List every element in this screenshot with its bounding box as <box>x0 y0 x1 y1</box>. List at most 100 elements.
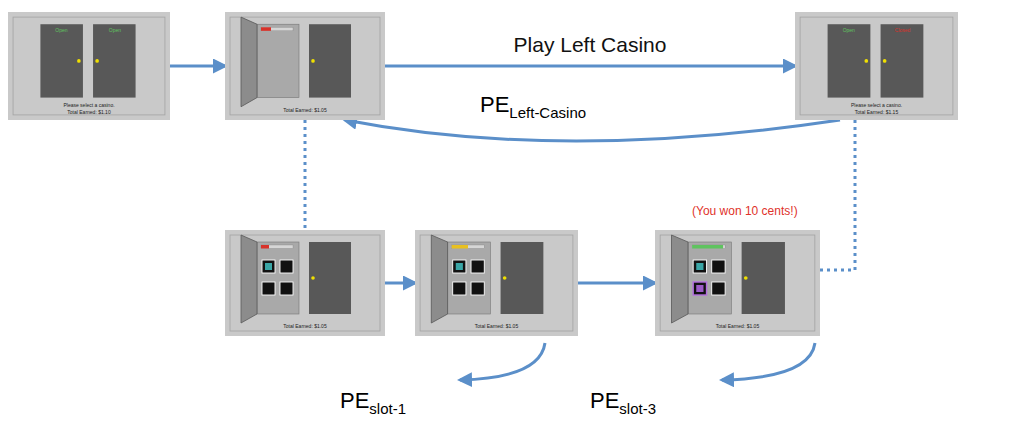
slot-machine <box>693 282 706 295</box>
pe-text: PE <box>340 388 369 413</box>
screen-panel <box>225 230 385 336</box>
win-note: (You won 10 cents!) <box>692 204 798 218</box>
pe-arrow <box>460 343 545 380</box>
screen-frame <box>660 235 815 331</box>
slot-icon <box>265 263 272 270</box>
door-knob <box>77 59 81 63</box>
door-knob <box>503 276 507 280</box>
slot-machine <box>280 260 293 273</box>
screenshot-panel: Total Earned: $1.05 <box>655 230 820 336</box>
door-opening <box>688 242 731 314</box>
slot-machine <box>453 282 466 295</box>
progress-bar <box>261 27 293 31</box>
dotted-link <box>820 120 855 270</box>
screen-text: Open <box>109 28 121 33</box>
slot-machine <box>471 260 484 273</box>
edge-label: Play Left Casino <box>514 33 667 57</box>
door-knob <box>883 59 887 63</box>
screenshot-panel: Total Earned: $1.05 <box>225 230 385 336</box>
screen-text: Please select a casino. <box>63 102 114 107</box>
open-door <box>431 235 447 323</box>
flow-arrow <box>385 65 795 68</box>
screen-panel <box>655 230 820 336</box>
open-door <box>241 17 257 107</box>
flow-arrow <box>170 65 225 68</box>
screen-text: Total Earned: $1.05 <box>716 324 759 329</box>
screenshot <box>655 230 820 336</box>
pe-subscript: slot-1 <box>369 400 406 417</box>
progress-fill <box>452 245 468 249</box>
door-knob <box>744 276 748 280</box>
door <box>40 24 83 97</box>
pe-subscript: slot-3 <box>619 400 656 417</box>
slot-machine <box>693 260 706 273</box>
screen-text: Total Earned: $1.10 <box>67 110 110 115</box>
door-opening <box>257 24 299 97</box>
screen-text: Total Earned: $1.05 <box>283 108 326 113</box>
slot-machine <box>453 260 466 273</box>
screen-text: Total Earned: $1.05 <box>283 324 326 329</box>
progress-fill <box>261 245 269 249</box>
door-knob <box>311 276 315 280</box>
screen-frame <box>800 17 953 115</box>
screen-panel <box>8 12 170 120</box>
open-door <box>241 235 257 323</box>
screen-text: Closed <box>895 28 911 33</box>
edge-label: PE <box>480 92 509 117</box>
flow-arrow <box>578 282 655 285</box>
door <box>828 24 871 97</box>
screenshot-panel: Open ClosedPlease select a casino. Total E… <box>795 12 958 120</box>
pe-label: PEslot-3 <box>588 388 658 414</box>
door <box>742 242 785 314</box>
progress-fill <box>261 27 271 31</box>
slot-machine <box>262 260 275 273</box>
screen-frame <box>230 235 380 331</box>
pe-subscript: Left-Casino <box>509 104 586 121</box>
progress-fill <box>692 245 723 249</box>
slot-machine <box>471 282 484 295</box>
slot-icon <box>696 263 703 270</box>
screen-text: Open <box>843 28 855 33</box>
door <box>93 24 136 97</box>
door-opening <box>257 242 299 314</box>
pe-arrow <box>722 343 815 380</box>
pe-text: PE <box>590 388 619 413</box>
door <box>881 24 924 97</box>
screen-panel <box>795 12 958 120</box>
progress-bar <box>452 245 485 249</box>
door <box>309 242 351 314</box>
open-door <box>672 235 689 323</box>
dotted-link <box>304 120 307 230</box>
slot-machine <box>262 282 275 295</box>
door-knob <box>95 59 99 63</box>
screenshot <box>225 12 385 120</box>
slot-machine <box>280 282 293 295</box>
screen-frame <box>13 17 165 115</box>
door <box>309 24 351 97</box>
door-opening <box>448 242 491 314</box>
screenshot-panel: Open OpenPlease select a casino. Total Ear… <box>8 12 170 120</box>
screenshot <box>415 230 578 336</box>
screen-text: Total Earned: $1.05 <box>475 324 518 329</box>
slot-icon <box>696 285 703 292</box>
progress-bar <box>261 245 293 249</box>
screen-text: Open <box>55 28 67 33</box>
screenshot-panel: Total Earned: $1.05 <box>225 12 385 120</box>
progress-bar <box>692 245 725 249</box>
screen-frame <box>420 235 573 331</box>
slot-machine <box>712 282 725 295</box>
slot-machine <box>712 260 725 273</box>
door <box>501 242 544 314</box>
flow-arrow <box>385 282 415 285</box>
pe-label: PELeft-Casino <box>478 92 588 118</box>
pe-label: PEslot-1 <box>338 388 408 414</box>
screen-text: Please select a casino. <box>851 102 902 107</box>
screenshot <box>225 230 385 336</box>
flow-arrow <box>345 120 840 141</box>
door-knob <box>864 59 868 63</box>
screen-text: Total Earned: $1.15 <box>855 110 898 115</box>
door-knob <box>311 59 315 63</box>
screen-frame <box>230 17 380 115</box>
screen-panel <box>415 230 578 336</box>
screenshot-panel: Total Earned: $1.05 <box>415 230 578 336</box>
